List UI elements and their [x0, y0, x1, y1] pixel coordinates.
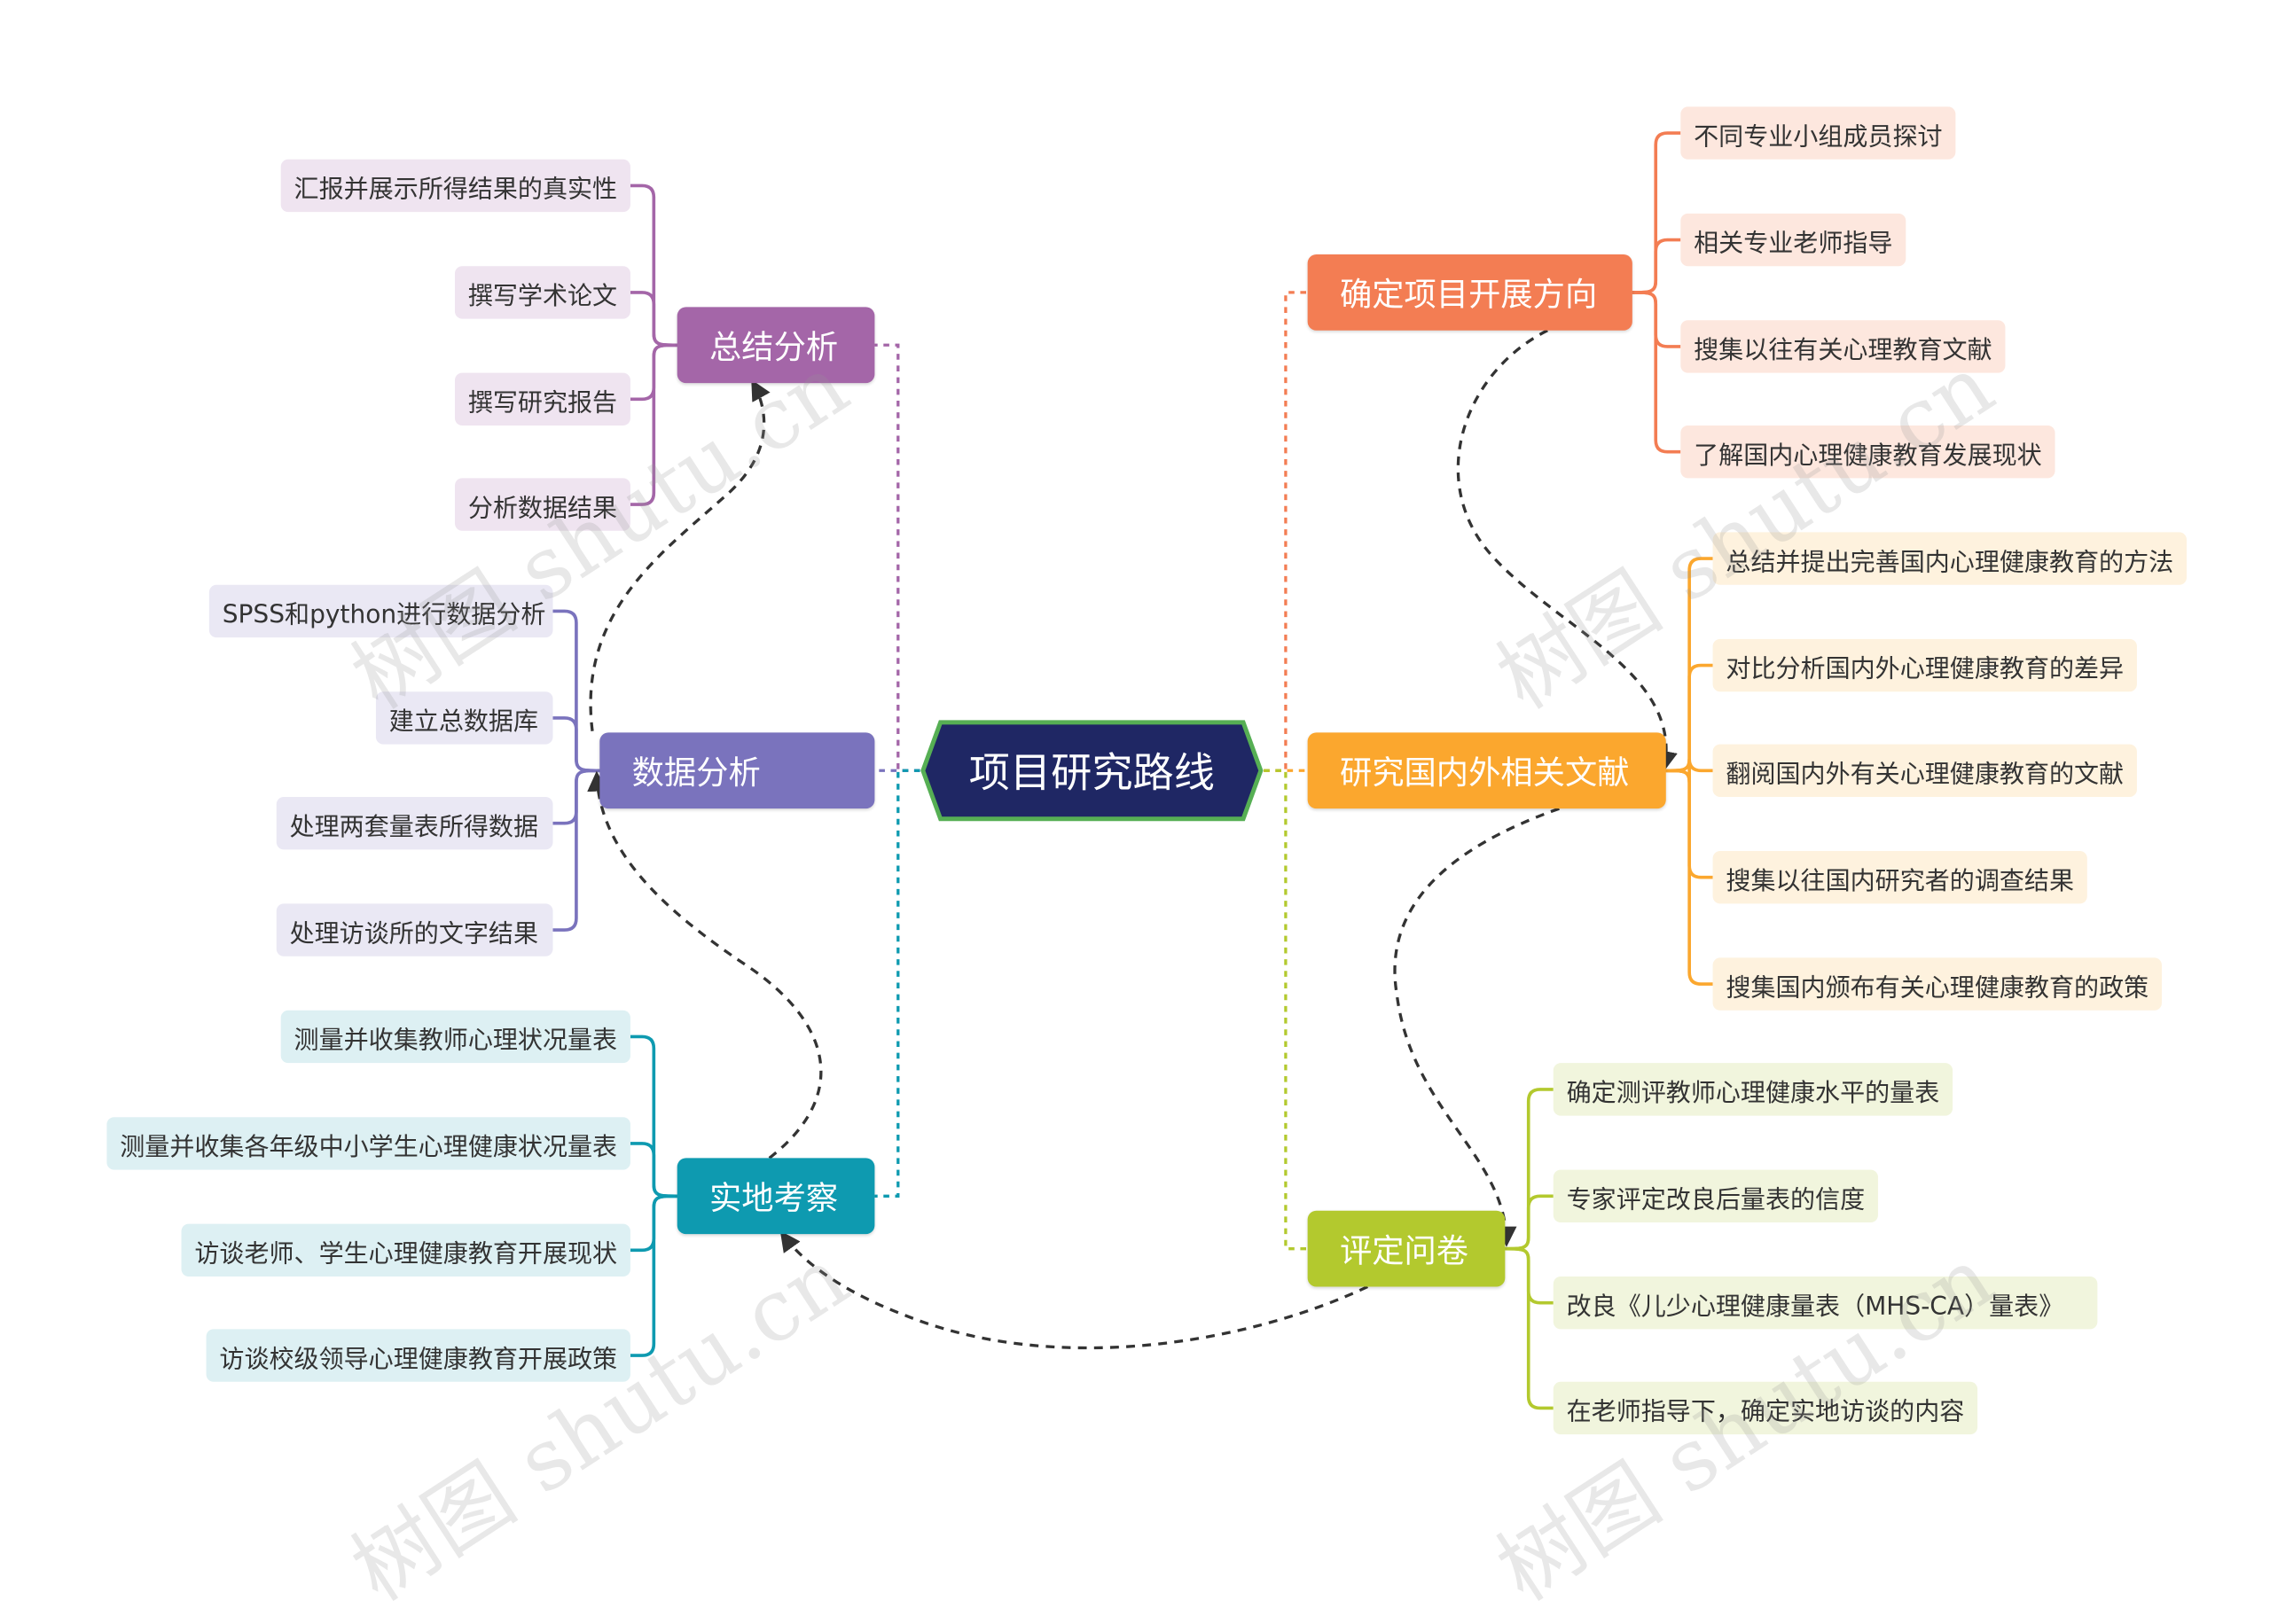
leaf-data-1[interactable]: SPSS和python进行数据分析: [208, 584, 553, 638]
branch-questionnaire-evaluation[interactable]: 评定问卷: [1307, 1210, 1506, 1287]
leaf-direction-3[interactable]: 搜集以往有关心理教育文献: [1680, 320, 2006, 373]
leaf-field-1[interactable]: 测量并收集教师心理状况量表: [280, 1010, 630, 1064]
leaf-field-2[interactable]: 测量并收集各年级中小学生心理健康状况量表: [106, 1117, 630, 1170]
flow-direction-to-literature: [1456, 329, 1678, 772]
branch-label: 确定项目开展方向: [1339, 277, 1598, 315]
field-leaf-link-4: [630, 1194, 677, 1357]
branch-field-survey[interactable]: 实地考察: [677, 1158, 875, 1235]
leaf-direction-2[interactable]: 相关专业老师指导: [1680, 213, 1906, 267]
center-topic-label: 项目研究路线: [968, 748, 1215, 797]
flow-questionnaire-to-field: [779, 1230, 1368, 1350]
leaf-questionnaire-4[interactable]: 在老师指导下，确定实地访谈的内容: [1553, 1381, 1978, 1435]
center-link-questionnaire: [1264, 769, 1308, 1251]
leaf-data-3[interactable]: 处理两套量表所得数据: [276, 796, 553, 850]
mindmap-canvas: 项目研究路线 总结分析 数据分析 实地考察 确定项目开展方向 研究国内外相关文献…: [106, 106, 2188, 1620]
center-link-summary: [874, 343, 920, 772]
summary-leaf-link-2: [630, 291, 677, 347]
branch-data-analysis[interactable]: 数据分析: [599, 732, 875, 809]
branch-label: 研究国内外相关文献: [1339, 755, 1630, 793]
center-link-direction: [1264, 291, 1308, 772]
branch-label: 评定问卷: [1339, 1234, 1469, 1271]
leaf-literature-3[interactable]: 翻阅国内外有关心理健康教育的文献: [1712, 744, 2137, 797]
leaf-summary-4[interactable]: 分析数据结果: [454, 478, 630, 531]
questionnaire-leaf-link-2: [1505, 1194, 1554, 1251]
leaf-data-2[interactable]: 建立总数据库: [375, 691, 553, 745]
branch-label: 总结分析: [709, 330, 839, 368]
center-link-field: [874, 769, 920, 1198]
leaf-questionnaire-2[interactable]: 专家评定改良后量表的信度: [1553, 1169, 1878, 1222]
leaf-field-4[interactable]: 访谈校级领导心理健康教育开展政策: [206, 1329, 630, 1382]
literature-leaf-link-5: [1665, 769, 1713, 986]
summary-leaf-link-4: [630, 343, 677, 506]
leaf-summary-3[interactable]: 撰写研究报告: [454, 372, 630, 426]
branch-literature-research[interactable]: 研究国内外相关文献: [1307, 732, 1666, 809]
field-leaf-link-2: [630, 1142, 677, 1198]
flow-data-to-summary: [589, 379, 771, 731]
center-topic[interactable]: 项目研究路线: [920, 720, 1264, 822]
leaf-direction-4[interactable]: 了解国内心理健康教育发展现状: [1680, 426, 2055, 479]
leaf-questionnaire-3[interactable]: 改良《儿少心理健康量表（MHS-CA）量表》: [1553, 1277, 2098, 1330]
branch-project-direction[interactable]: 确定项目开展方向: [1307, 254, 1632, 331]
flow-literature-to-questionnaire: [1393, 807, 1560, 1247]
leaf-summary-2[interactable]: 撰写学术论文: [454, 266, 630, 319]
center-hexagon: [920, 720, 1264, 822]
branch-summary-analysis[interactable]: 总结分析: [677, 307, 875, 384]
connector-layer: [552, 131, 1713, 1410]
branch-label: 实地考察: [709, 1181, 839, 1219]
leaf-direction-1[interactable]: 不同专业小组成员探讨: [1680, 106, 1956, 160]
leaf-literature-1[interactable]: 总结并提出完善国内心理健康教育的方法: [1712, 532, 2188, 585]
branch-label: 数据分析: [631, 755, 761, 793]
flow-field-to-data: [587, 770, 823, 1159]
leaf-data-4[interactable]: 处理访谈所的文字结果: [276, 903, 553, 956]
leaf-summary-1[interactable]: 汇报并展示所得结果的真实性: [280, 159, 630, 213]
leaf-questionnaire-1[interactable]: 确定测评教师心理健康水平的量表: [1553, 1063, 1953, 1116]
leaf-literature-4[interactable]: 搜集以往国内研究者的调查结果: [1712, 851, 2087, 904]
leaf-literature-5[interactable]: 搜集国内颁布有关心理健康教育的政策: [1712, 957, 2162, 1011]
data-leaf-link-4: [552, 769, 600, 932]
direction-leaf-link-4: [1632, 291, 1681, 454]
leaf-literature-2[interactable]: 对比分析国内外心理健康教育的差异: [1712, 638, 2137, 692]
direction-leaf-link-2: [1632, 238, 1681, 294]
questionnaire-leaf-link-4: [1505, 1246, 1554, 1410]
literature-leaf-link-2: [1665, 663, 1713, 773]
leaf-field-3[interactable]: 访谈老师、学生心理健康教育开展现状: [181, 1223, 630, 1277]
